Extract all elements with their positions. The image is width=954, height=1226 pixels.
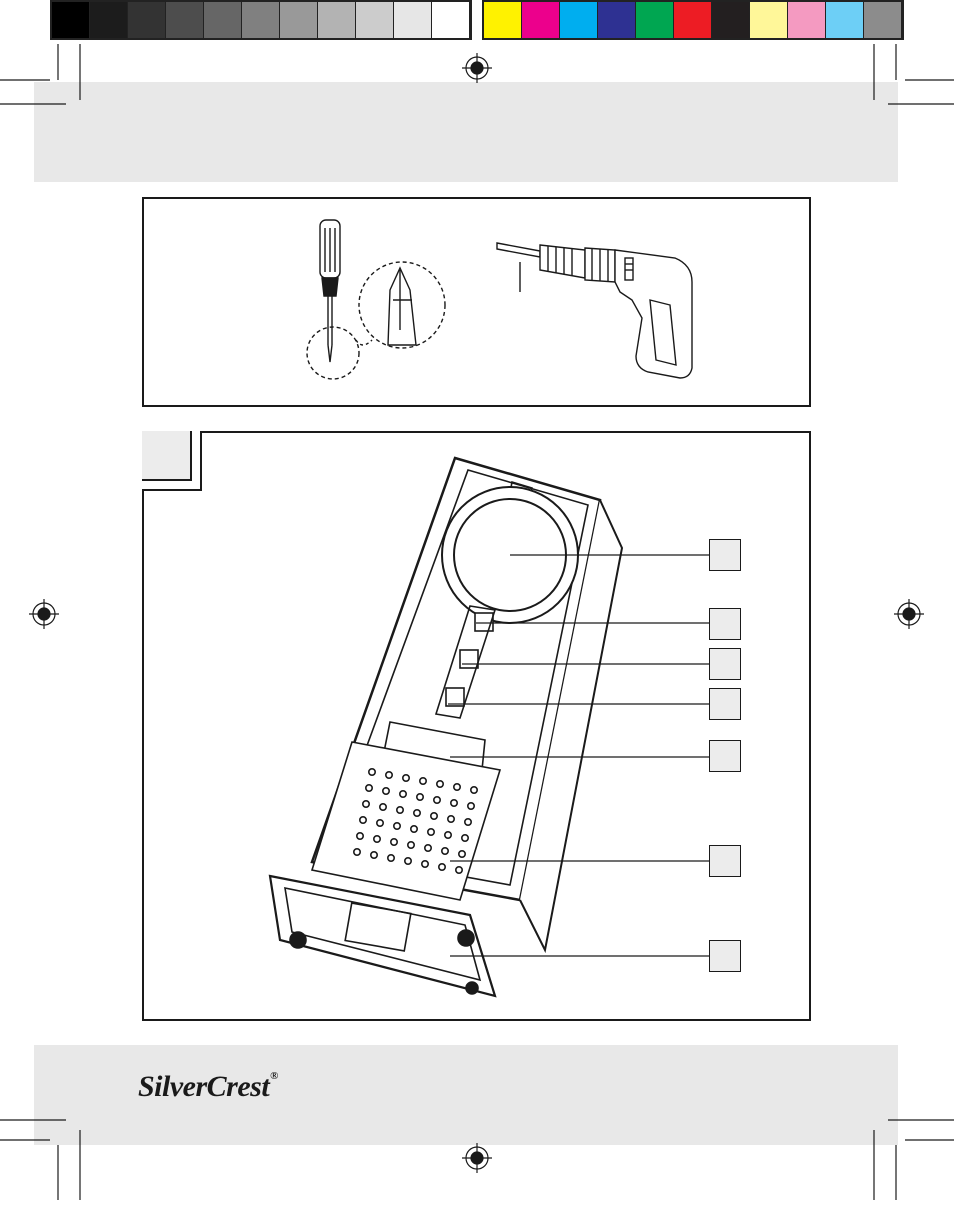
grayscale-swatch-bar <box>50 0 472 40</box>
color-swatch-7 <box>750 2 788 38</box>
grille-hole <box>381 786 390 795</box>
grille-hole <box>395 805 404 814</box>
registered-mark: ® <box>270 1070 278 1082</box>
color-swatch-0 <box>484 2 522 38</box>
grille-hole <box>423 843 432 852</box>
callout-box-4 <box>709 688 741 720</box>
grille-hole <box>412 808 421 817</box>
callout-box-2 <box>709 608 741 640</box>
grille-hole <box>372 834 381 843</box>
crop-marks <box>0 44 954 1200</box>
screwdriver-icon <box>306 219 446 380</box>
gray-swatch-7 <box>318 2 356 38</box>
grille-hole <box>435 779 444 788</box>
callout-box-7 <box>709 940 741 972</box>
grille-hole <box>358 815 367 824</box>
grille-hole <box>415 792 424 801</box>
grille-hole <box>463 817 472 826</box>
color-swatch-10 <box>864 2 902 38</box>
grille-hole <box>384 770 393 779</box>
gray-swatch-6 <box>280 2 318 38</box>
color-swatch-bar <box>482 0 904 40</box>
grille-hole <box>460 833 469 842</box>
color-swatch-8 <box>788 2 826 38</box>
grille-hole <box>367 767 376 776</box>
gray-swatch-1 <box>90 2 128 38</box>
callout-box-6 <box>709 845 741 877</box>
grille-hole <box>466 801 475 810</box>
registration-mark-bottom <box>462 1143 492 1173</box>
gray-swatch-0 <box>52 2 90 38</box>
drill-icon <box>496 242 693 379</box>
grille-hole <box>386 853 395 862</box>
grille-hole <box>378 802 387 811</box>
grille-hole <box>429 811 438 820</box>
callout-box-3 <box>709 648 741 680</box>
grille-hole <box>420 859 429 868</box>
grille-hole <box>426 827 435 836</box>
brand-logo: SilverCrest® <box>138 1070 278 1104</box>
grille-hole <box>389 837 398 846</box>
gray-swatch-5 <box>242 2 280 38</box>
grille-hole <box>449 798 458 807</box>
color-swatch-2 <box>560 2 598 38</box>
registration-mark-right <box>894 599 924 629</box>
grille-hole <box>437 862 446 871</box>
grille-hole <box>401 773 410 782</box>
callout-leaders <box>448 554 709 957</box>
gray-swatch-8 <box>356 2 394 38</box>
gray-swatch-2 <box>128 2 166 38</box>
color-swatch-1 <box>522 2 560 38</box>
grille-hole <box>443 830 452 839</box>
grille-hole <box>364 783 373 792</box>
grille-hole <box>457 849 466 858</box>
grille-hole <box>409 824 418 833</box>
grille-hole <box>406 840 415 849</box>
grille-hole <box>432 795 441 804</box>
door-chime-icon <box>268 456 624 998</box>
color-swatch-4 <box>636 2 674 38</box>
gray-swatch-3 <box>166 2 204 38</box>
color-swatch-9 <box>826 2 864 38</box>
grille-hole <box>392 821 401 830</box>
color-swatch-5 <box>674 2 712 38</box>
figure-number-box <box>142 431 192 481</box>
grille-hole <box>375 818 384 827</box>
tools-frame <box>142 197 811 407</box>
grille-hole <box>355 831 364 840</box>
callout-box-5 <box>709 740 741 772</box>
color-swatch-3 <box>598 2 636 38</box>
gray-swatch-10 <box>432 2 470 38</box>
grille-hole <box>440 846 449 855</box>
grille-hole <box>452 782 461 791</box>
grille-hole <box>454 865 463 874</box>
color-swatch-6 <box>712 2 750 38</box>
grille-hole <box>403 856 412 865</box>
gray-swatch-4 <box>204 2 242 38</box>
grille-hole <box>469 785 478 794</box>
registration-mark-left <box>29 599 59 629</box>
gray-swatch-9 <box>394 2 432 38</box>
grille-hole <box>369 850 378 859</box>
callout-box-1 <box>709 539 741 571</box>
header-band <box>34 82 898 182</box>
grille-hole <box>398 789 407 798</box>
footer-band <box>34 1045 898 1145</box>
brand-name: SilverCrest <box>138 1070 270 1103</box>
grille-hole <box>352 847 361 856</box>
registration-mark-top <box>462 53 492 83</box>
grille-hole <box>418 776 427 785</box>
grille-hole <box>361 799 370 808</box>
grille-hole <box>446 814 455 823</box>
